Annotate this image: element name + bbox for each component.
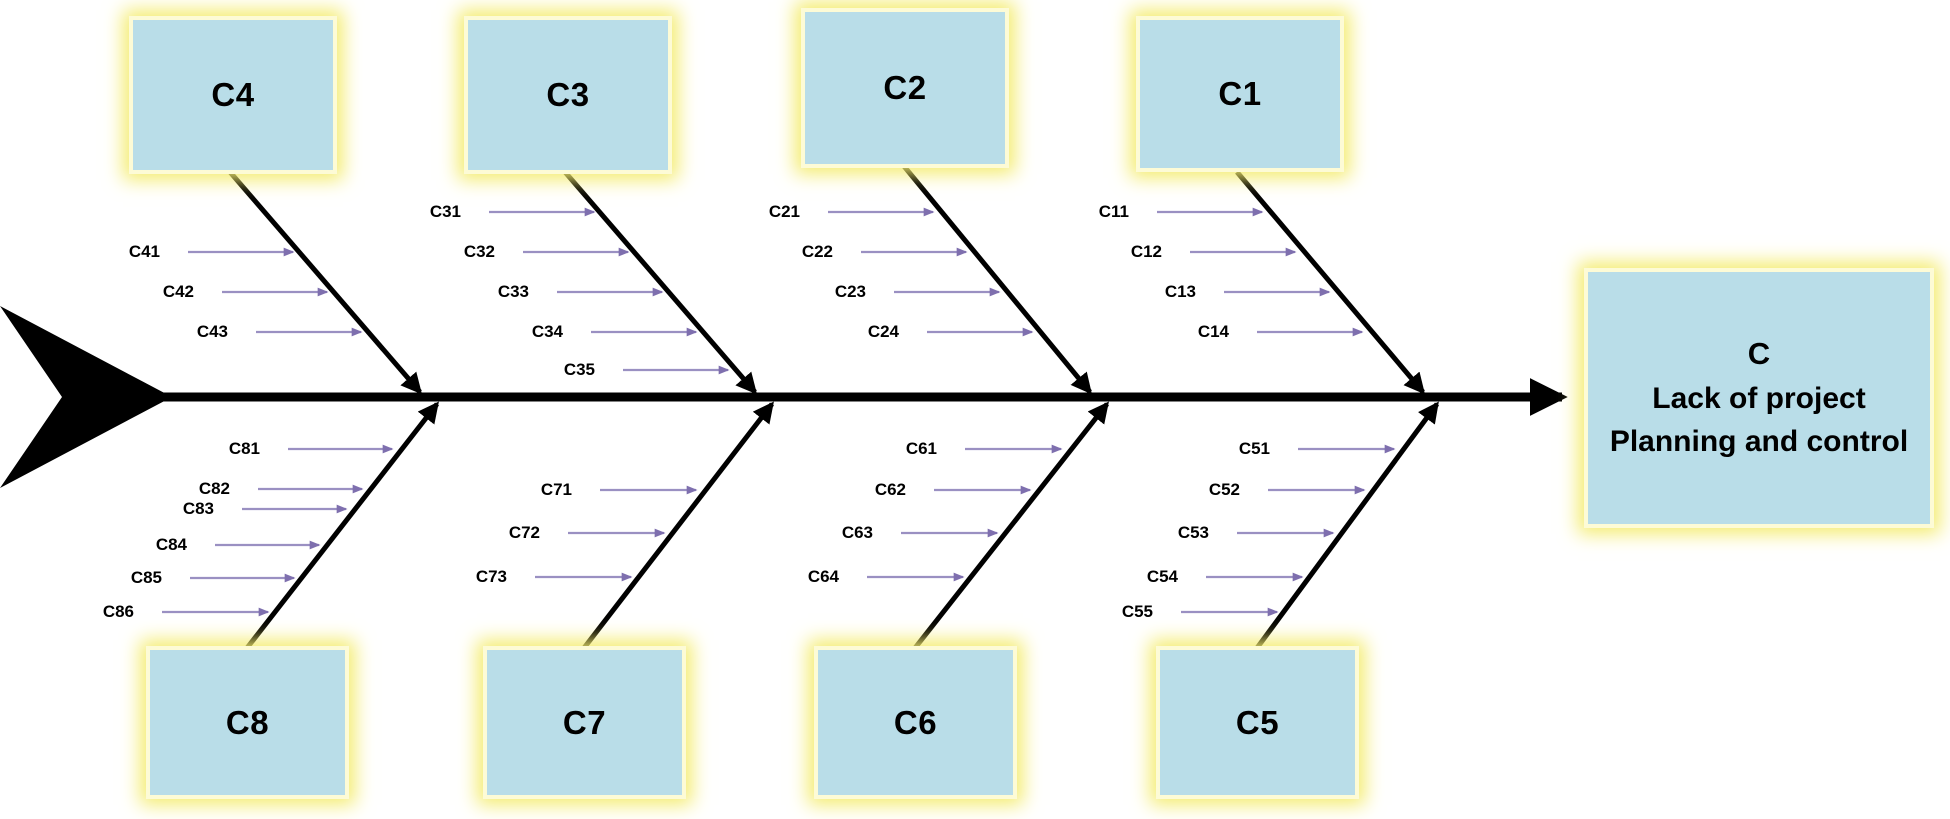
bone-group-c4 xyxy=(188,170,423,395)
effect-label: Lack of project Planning and control xyxy=(1609,381,1909,459)
bone-c2 xyxy=(901,163,1093,395)
category-box-c1: C1 xyxy=(1140,20,1340,168)
subcause-label-c31: C31 xyxy=(429,202,461,221)
bone-group-c2 xyxy=(828,163,1093,395)
category-label-c3: C3 xyxy=(546,76,590,113)
category-label-c5: C5 xyxy=(1235,703,1280,741)
bone-group-c3 xyxy=(489,170,758,395)
category-label-c4: C4 xyxy=(211,76,255,113)
subcause-label-c21: C21 xyxy=(768,202,800,221)
bone-group-c6 xyxy=(867,401,1109,650)
subcause-label-c54: C54 xyxy=(1146,567,1178,586)
bone-group-c5 xyxy=(1181,401,1440,650)
subcause-label-c33: C33 xyxy=(497,282,529,301)
subcause-label-c24: C24 xyxy=(867,322,899,341)
bone-c7 xyxy=(582,401,774,650)
tail-chevron xyxy=(0,306,172,488)
bone-c6 xyxy=(913,401,1109,650)
subcause-label-c35: C35 xyxy=(563,360,595,379)
category-label-c8: C8 xyxy=(225,703,270,741)
category-box-c4: C4 xyxy=(133,20,333,170)
subcause-label-c41: C41 xyxy=(128,242,160,261)
subcause-label-c71: C71 xyxy=(540,480,572,499)
bone-group-c1 xyxy=(1157,170,1426,395)
subcause-label-c55: C55 xyxy=(1121,602,1153,621)
category-box-c7: C7 xyxy=(487,650,682,795)
bone-c1 xyxy=(1235,170,1426,395)
subcause-label-c84: C84 xyxy=(155,535,187,554)
subcause-label-c62: C62 xyxy=(874,480,906,499)
bone-c4 xyxy=(228,170,423,395)
category-box-c5: C5 xyxy=(1160,650,1355,795)
subcause-label-c51: C51 xyxy=(1238,439,1270,458)
subcause-label-c12: C12 xyxy=(1130,242,1162,261)
subcause-label-c32: C32 xyxy=(463,242,495,261)
category-label-c6: C6 xyxy=(893,703,938,741)
subcause-label-c64: C64 xyxy=(807,567,839,586)
subcause-label-c43: C43 xyxy=(196,322,228,341)
bone-c5 xyxy=(1254,401,1440,650)
subcause-label-c22: C22 xyxy=(801,242,833,261)
subcause-label-c85: C85 xyxy=(130,568,162,587)
category-label-c1: C1 xyxy=(1218,75,1262,112)
subcause-label-c63: C63 xyxy=(841,523,873,542)
bone-c3 xyxy=(563,170,758,395)
subcause-label-c13: C13 xyxy=(1164,282,1196,301)
category-box-c6: C6 xyxy=(818,650,1013,795)
subcause-label-c86: C86 xyxy=(102,602,134,621)
effect-box: C Lack of project Planning and control xyxy=(1588,272,1930,524)
category-box-c8: C8 xyxy=(150,650,345,795)
subcause-label-c73: C73 xyxy=(475,567,507,586)
subcause-label-c34: C34 xyxy=(531,322,563,341)
subcause-label-c14: C14 xyxy=(1197,322,1229,341)
bone-group-c7 xyxy=(535,401,774,650)
subcause-label-c23: C23 xyxy=(834,282,866,301)
subcause-label-c83: C83 xyxy=(182,499,214,518)
subcause-label-c72: C72 xyxy=(508,523,540,542)
bone-c8 xyxy=(245,401,439,650)
bone-group-c8 xyxy=(162,401,439,650)
subcause-label-c42: C42 xyxy=(162,282,194,301)
subcause-label-c61: C61 xyxy=(905,439,937,458)
subcause-label-c11: C11 xyxy=(1098,202,1129,221)
category-box-c2: C2 xyxy=(805,12,1005,164)
effect-code: C xyxy=(1747,336,1771,372)
subcause-label-c81: C81 xyxy=(228,439,260,458)
subcause-label-c52: C52 xyxy=(1208,480,1240,499)
category-label-c2: C2 xyxy=(883,69,927,106)
category-box-c3: C3 xyxy=(468,20,668,170)
category-label-c7: C7 xyxy=(562,703,607,741)
subcause-label-c82: C82 xyxy=(198,479,230,498)
subcause-label-c53: C53 xyxy=(1177,523,1209,542)
